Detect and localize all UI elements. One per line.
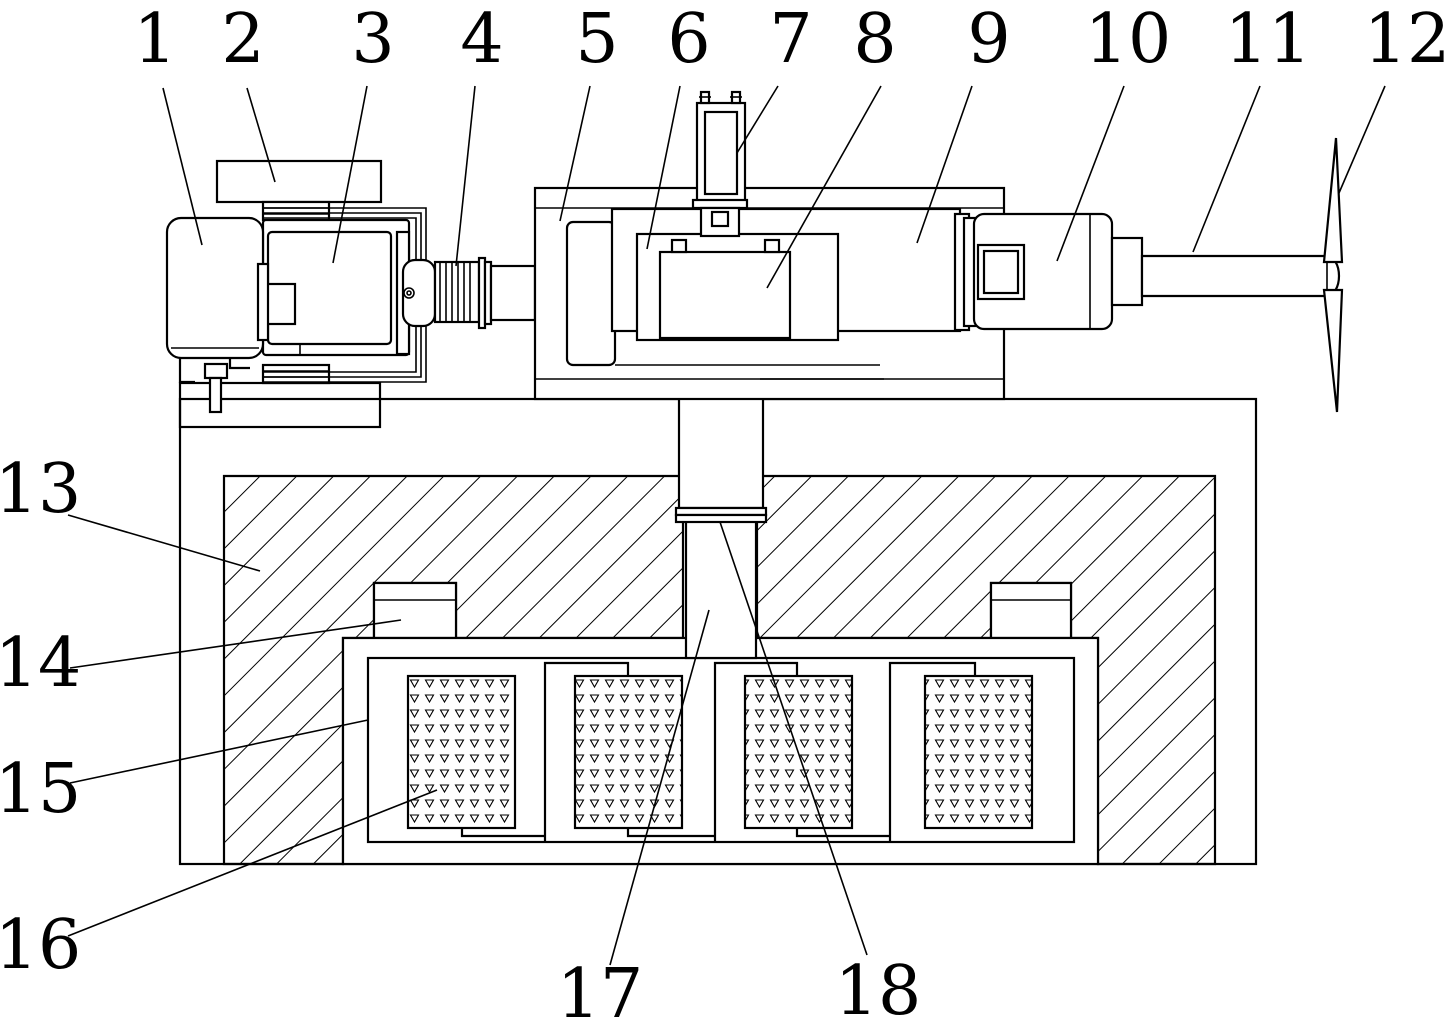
motor-assembly [165,159,537,414]
label-11: 11 [1225,0,1312,79]
support-blocks [372,581,1073,640]
label-5: 5 [575,0,618,79]
label-16: 16 [0,906,81,985]
label-7: 7 [769,0,812,79]
pump-frame [533,90,1006,401]
label-13: 13 [0,450,81,529]
leader-lines [67,85,1386,966]
label-17: 17 [557,955,644,1025]
generator-assembly [972,137,1344,413]
label-14: 14 [0,624,81,703]
label-10: 10 [1085,0,1172,79]
label-9: 9 [967,0,1010,79]
label-3: 3 [351,0,394,79]
filter-cartridges [406,674,1034,830]
label-2: 2 [221,0,264,79]
label-15: 15 [0,750,81,829]
label-4: 4 [460,0,503,79]
label-1: 1 [133,0,176,79]
label-6: 6 [667,0,710,79]
label-8: 8 [853,0,896,79]
label-12: 12 [1364,0,1447,79]
label-18: 18 [835,952,922,1025]
